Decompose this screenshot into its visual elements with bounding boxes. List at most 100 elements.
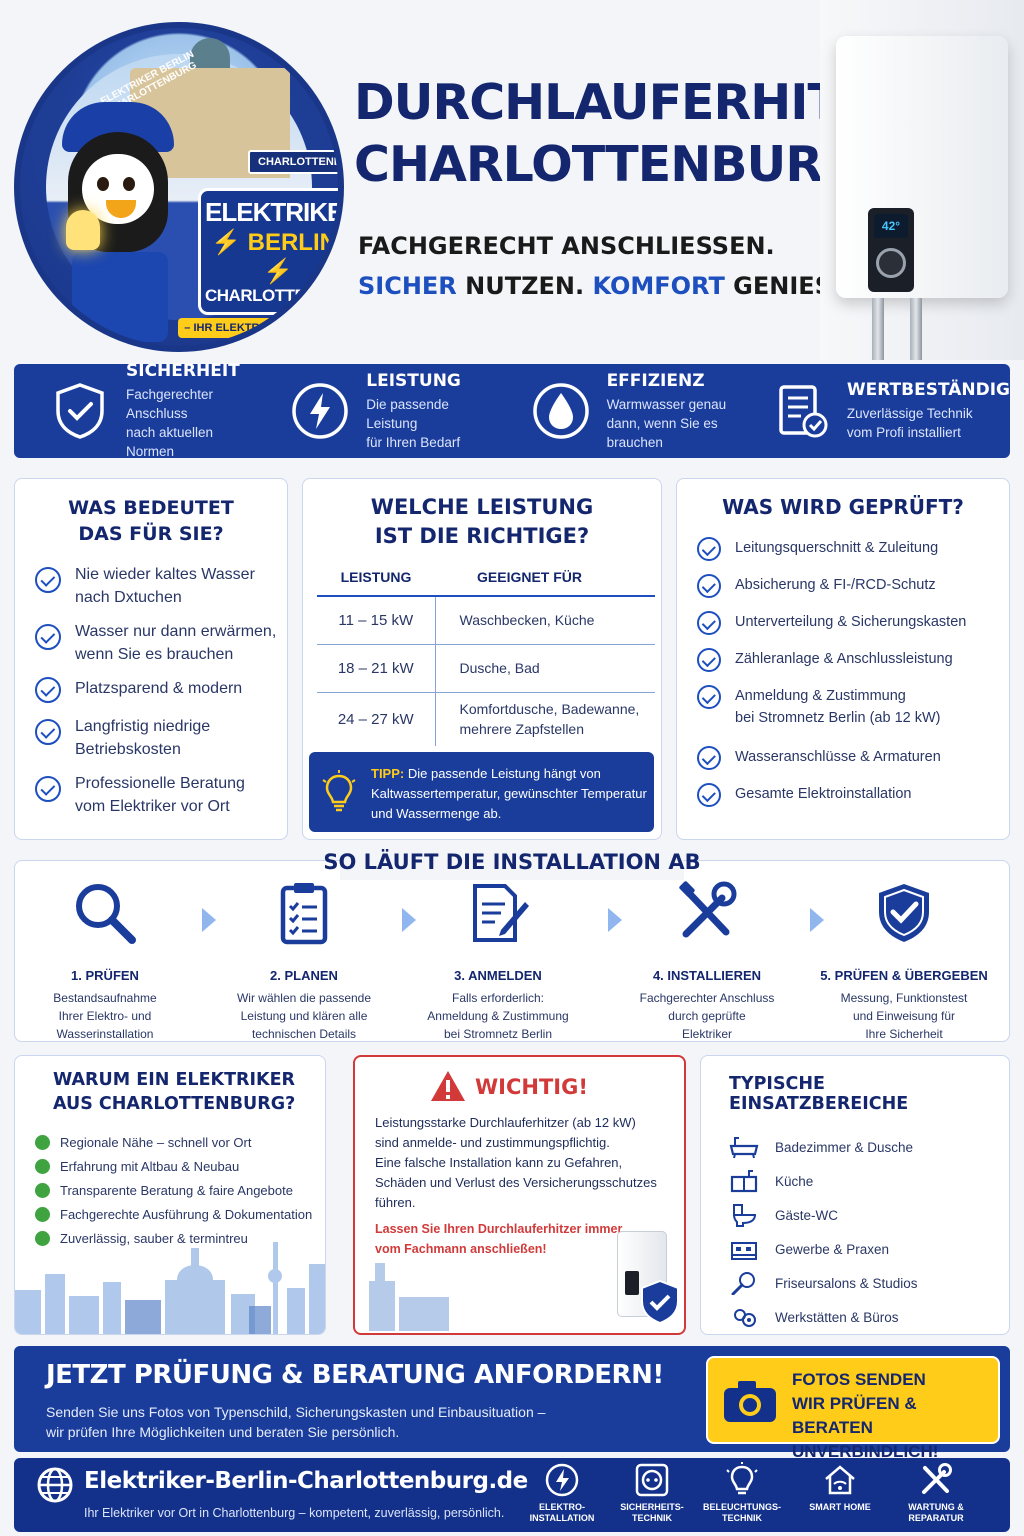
subtitle-nutzen: NUTZEN. xyxy=(456,272,593,300)
area-label: Gewerbe & Praxen xyxy=(775,1241,890,1257)
list-item: Professionelle Beratung vom Elektriker vo… xyxy=(35,772,287,829)
service-sicherheitstechnik[interactable]: SICHERHEITS-TECHNIK xyxy=(606,1462,698,1524)
feature-text: Die passende Leistung xyxy=(366,396,449,431)
list-item: Leitungsquerschnitt & Zuleitung xyxy=(697,537,1009,574)
workshop-icon xyxy=(734,1309,756,1327)
why-item-text: Regionale Nähe – schnell vor Ort xyxy=(60,1134,252,1150)
penguin-mascot xyxy=(58,92,178,342)
warning-line: Eine falsche Installation kann zu Gefahr… xyxy=(375,1155,623,1170)
table-cell: Waschbecken, Küche xyxy=(435,596,655,645)
why-item-text: Erfahrung mit Altbau & Neubau xyxy=(60,1158,240,1174)
subtitle-komfort: KOMFORT xyxy=(592,272,725,300)
cta-button-line[interactable]: WIR PRÜFEN & BERATEN xyxy=(792,1394,917,1437)
cta-text: Senden Sie uns Fotos von Typenschild, Si… xyxy=(46,1402,606,1442)
bathtub-icon xyxy=(729,1137,759,1159)
cta-line: Senden Sie uns Fotos von Typenschild, Si… xyxy=(46,1404,546,1420)
title-line1: DURCHLAUFERHITZER xyxy=(354,74,945,131)
check-item-text: Wasseranschlüsse & Armaturen xyxy=(735,749,941,765)
service-smart-home[interactable]: SMART HOME xyxy=(794,1462,886,1513)
subtitle-sicher: SICHER xyxy=(358,272,457,300)
feature-text: Warmwasser genau xyxy=(606,396,727,412)
step-text: durch geprüfte xyxy=(668,1009,746,1023)
smart-home-icon xyxy=(825,1465,855,1495)
brand-logo: CHARLOTTENBURG ELEKTRIKER BERLIN CHARLOT… xyxy=(14,22,344,352)
steps-title-backdrop xyxy=(340,848,684,880)
light-bulb-icon xyxy=(322,770,356,812)
service-label: SICHERHEITS- xyxy=(620,1502,684,1512)
cta-button-line[interactable]: UNVERBINDLICH! xyxy=(792,1442,939,1461)
logo-line1: ELEKTRIKER xyxy=(205,197,344,227)
service-wartung[interactable]: WARTUNG &REPARATUR xyxy=(890,1462,982,1524)
meaning-item-text: Platzsparend & modern xyxy=(75,680,243,697)
meaning-card: WAS BEDEUTET DAS FÜR SIE? Nie wieder kal… xyxy=(14,478,288,840)
list-item: Gesamte Elektroinstallation xyxy=(697,783,1009,820)
meaning-item-text: vom Elektriker vor Ort xyxy=(75,798,230,815)
warning-line: sind anmelde- und zustimmungspflichtig. xyxy=(375,1135,610,1150)
shield-check-icon xyxy=(641,1279,679,1325)
warning-line: Leistungsstarke Durchlauferhitzer (ab 12… xyxy=(375,1115,636,1130)
table-header-row: LEISTUNG GEEIGNET FÜR xyxy=(317,559,655,597)
feature-title: WERTBESTÄNDIG xyxy=(846,380,1010,400)
list-item: Friseursalons & Studios xyxy=(729,1266,1009,1300)
feature-text: nach aktuellen Normen xyxy=(126,425,214,459)
check-item-text: Gesamte Elektroinstallation xyxy=(735,786,912,802)
meaning-title: WAS BEDEUTET DAS FÜR SIE? xyxy=(15,495,287,547)
table-cell: Dusche, Bad xyxy=(435,644,655,693)
step-arrow-icon xyxy=(202,908,216,932)
checks-card: WAS WIRD GEPRÜFT? Leitungsquerschnitt & … xyxy=(676,478,1010,840)
list-item: Unterverteilung & Sicherungskasten xyxy=(697,611,1009,648)
warning-line: Schäden und Verlust des Versicherungssch… xyxy=(375,1175,657,1190)
why-card: WARUM EIN ELEKTRIKER AUS CHARLOTTENBURG?… xyxy=(14,1055,326,1335)
service-elektroinstallation[interactable]: ELEKTRO-INSTALLATION xyxy=(516,1462,608,1524)
why-item-text: Fachgerechte Ausführung & Dokumentation xyxy=(60,1206,313,1222)
column-header: LEISTUNG xyxy=(317,559,435,597)
step-text: Wasserinstallation xyxy=(56,1027,154,1041)
table-cell: 11 – 15 kW xyxy=(317,596,436,645)
tip-line: Die passende Leistung hängt von xyxy=(404,766,601,781)
area-label: Werkstätten & Büros xyxy=(775,1309,899,1325)
why-title-line2: AUS CHARLOTTENBURG? xyxy=(53,1094,296,1114)
power-title-line1: WELCHE LEISTUNG xyxy=(370,495,594,519)
feature-text: vom Profi installiert xyxy=(846,425,961,440)
tip-line: Kaltwassertemperatur, gewünschter Temper… xyxy=(371,786,647,801)
service-beleuchtungstechnik[interactable]: BELEUCHTUNGS-TECHNIK xyxy=(696,1462,788,1524)
water-drop-icon xyxy=(532,383,589,439)
berlin-skyline-image xyxy=(15,1242,325,1334)
why-item-text: Zuverlässig, sauber & termintreu xyxy=(60,1230,248,1246)
lightning-icon xyxy=(545,1463,579,1497)
meaning-item-text: Professionelle Beratung xyxy=(75,775,245,792)
meaning-item-text: Betriebskosten xyxy=(75,741,181,758)
cta-button-line[interactable]: FOTOS SENDEN xyxy=(792,1370,926,1389)
list-item: Platzsparend & modern xyxy=(35,677,287,715)
service-label: SMART HOME xyxy=(809,1502,871,1512)
warning-red-line: Lassen Sie Ihren Durchlauferhitzer immer xyxy=(375,1222,623,1236)
step-arrow-icon xyxy=(810,908,824,932)
step-text: Falls erforderlich: xyxy=(451,991,545,1005)
use-text: Dusche, Bad xyxy=(459,660,540,676)
step-anmelden: 3. ANMELDEN Falls erforderlich:Anmeldung… xyxy=(403,880,593,1043)
logo-tagline: – IHR ELEKTRIKER VOR ORT! – xyxy=(178,318,338,338)
service-label: ELEKTRO- xyxy=(539,1502,585,1512)
shield-check-icon xyxy=(879,884,929,942)
globe-icon xyxy=(37,1467,73,1503)
list-item: Zähleranlage & Anschlussleistung xyxy=(697,648,1009,685)
area-label: Gäste-WC xyxy=(775,1207,839,1223)
table-row: 18 – 21 kW Dusche, Bad xyxy=(317,644,655,693)
building-illustration xyxy=(369,1263,449,1331)
step-text: und Einweisung für xyxy=(852,1009,956,1023)
step-text: Bestandsaufnahme xyxy=(53,991,157,1005)
step-text: Ihrer Elektro- und xyxy=(58,1009,152,1023)
check-item-text: Leitungsquerschnitt & Zuleitung xyxy=(735,540,939,556)
check-icon xyxy=(35,567,61,593)
service-label: TECHNIK xyxy=(632,1513,672,1523)
check-item-text: Absicherung & FI-/RCD-Schutz xyxy=(735,577,936,593)
check-icon xyxy=(697,783,721,807)
website-link[interactable]: Elektriker-Berlin-Charlottenburg.de xyxy=(84,1468,528,1494)
meaning-item-text: wenn Sie es brauchen xyxy=(75,646,234,663)
table-cell: 18 – 21 kW xyxy=(317,644,436,693)
cta-button-text[interactable]: FOTOS SENDEN WIR PRÜFEN & BERATEN UNVERB… xyxy=(792,1368,992,1464)
